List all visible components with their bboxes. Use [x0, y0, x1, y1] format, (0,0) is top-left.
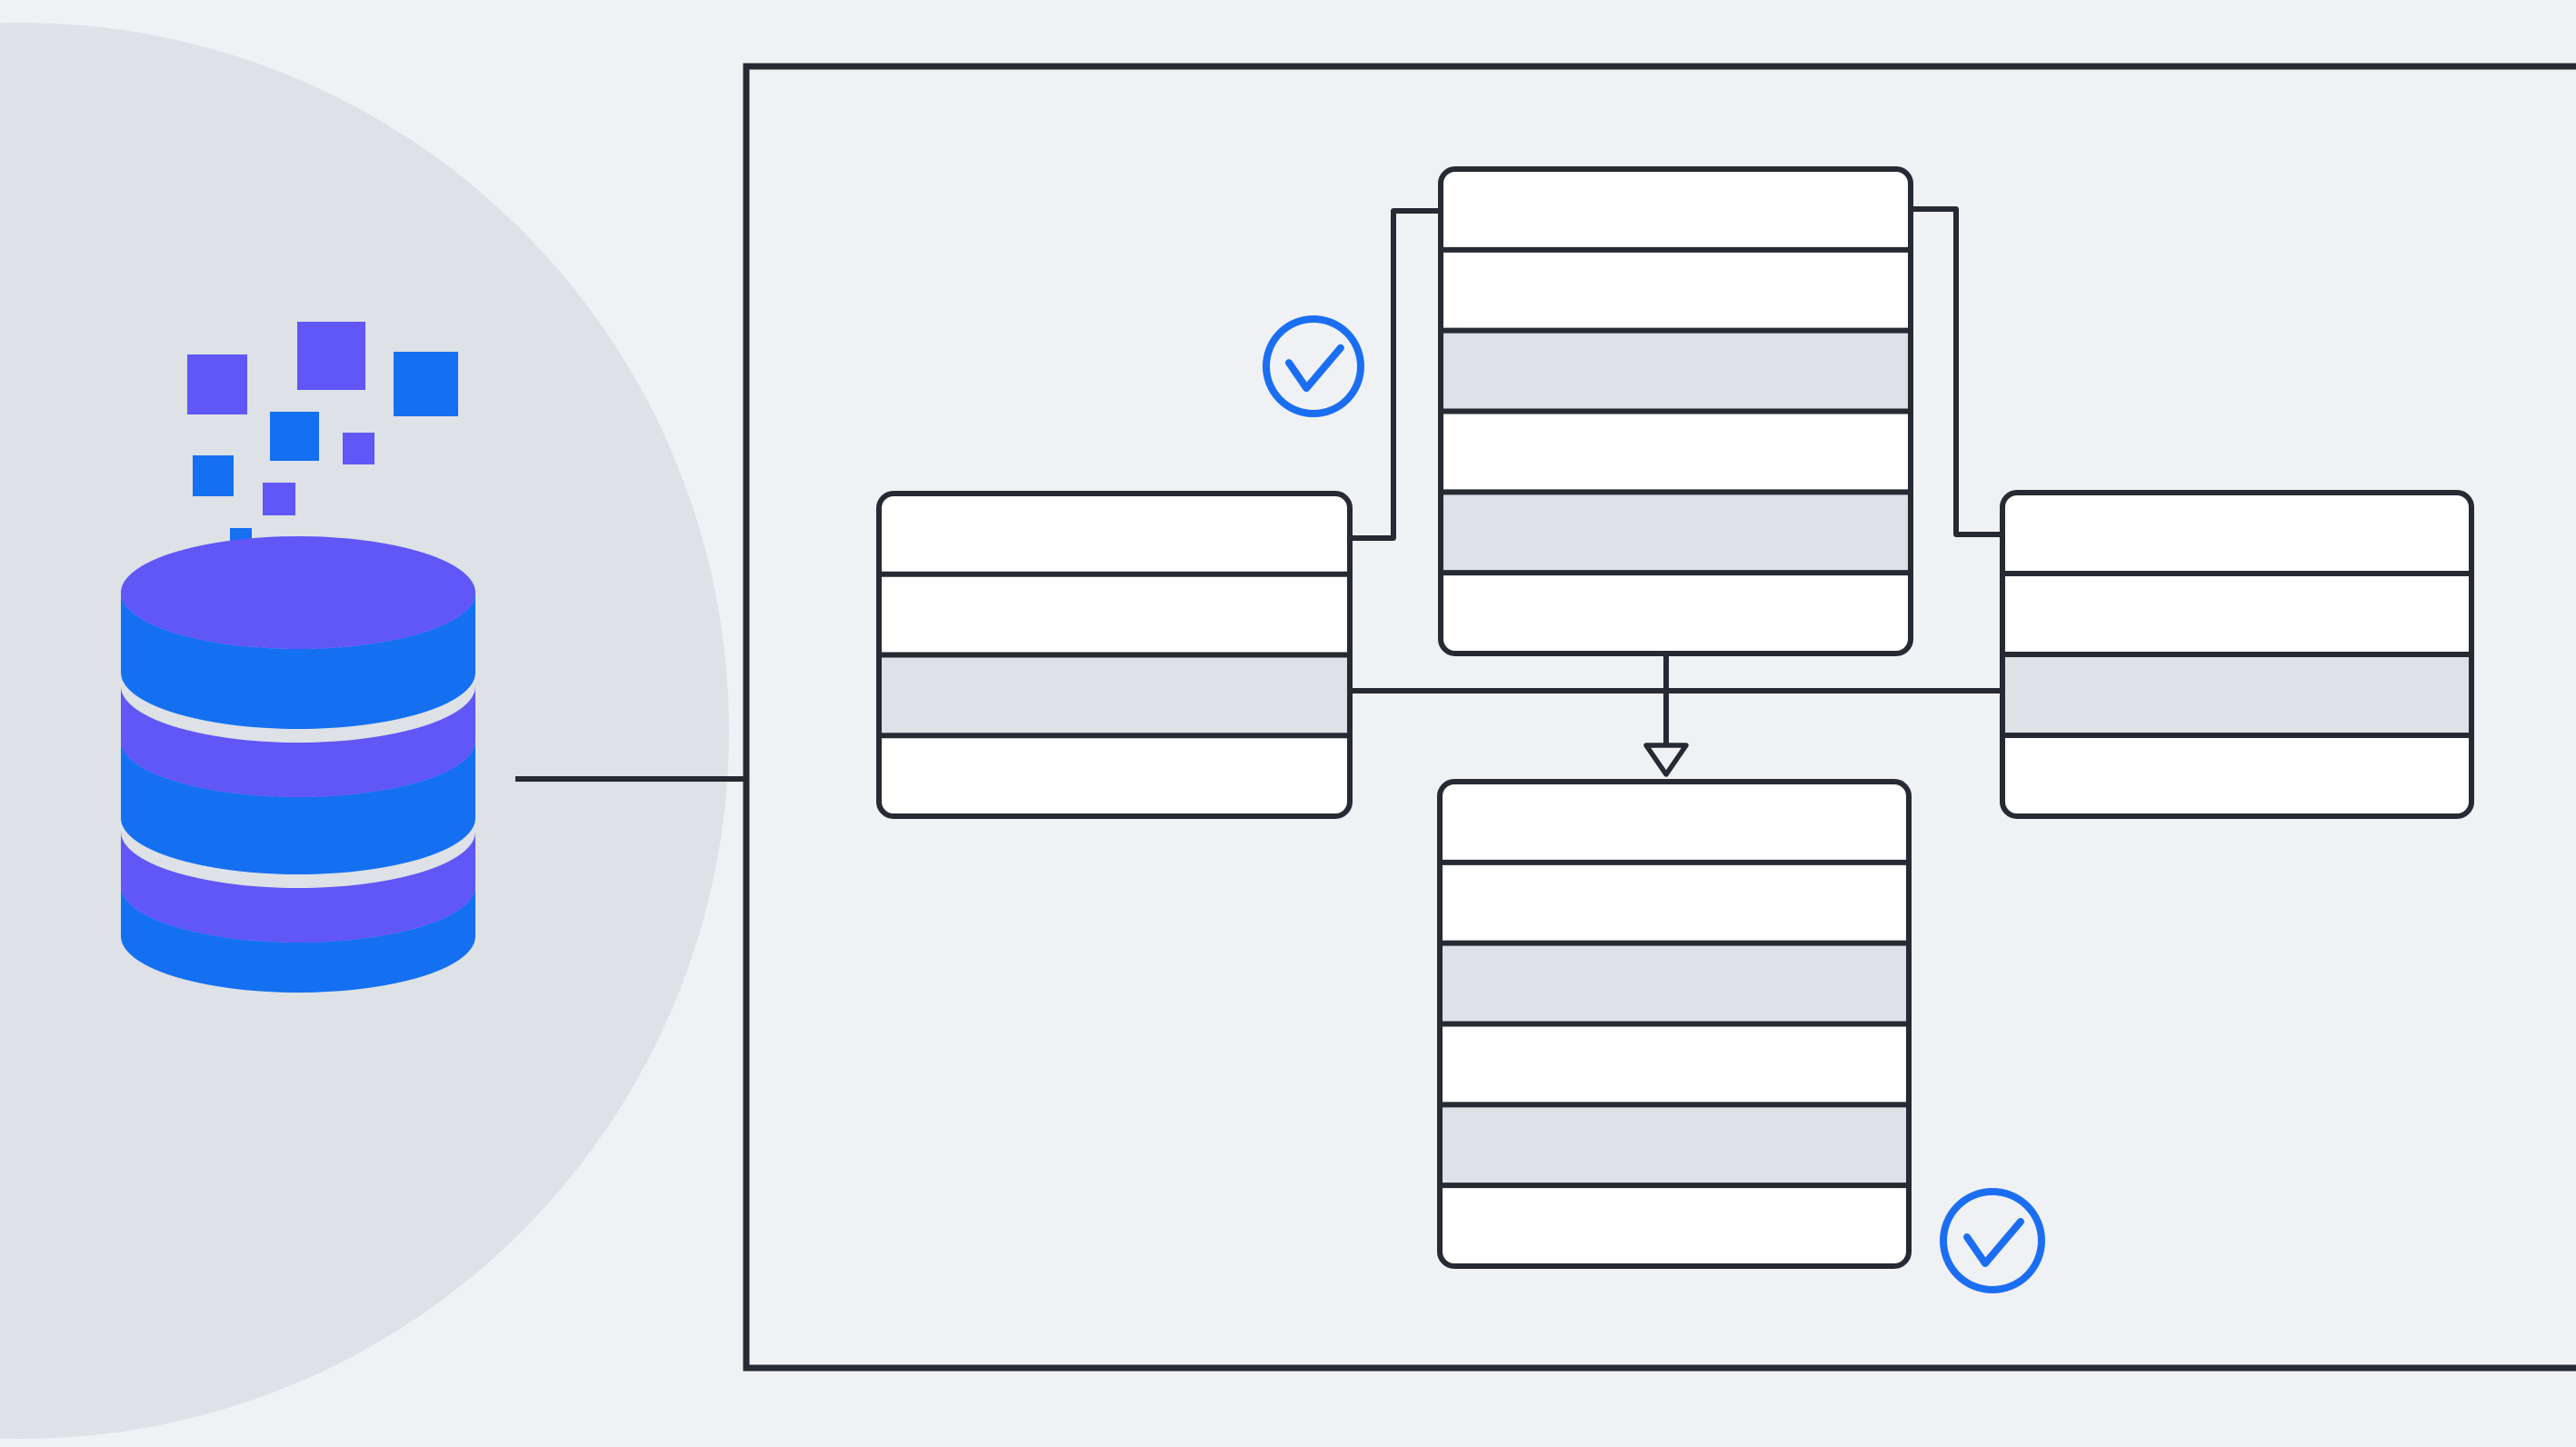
data-square [263, 483, 295, 515]
data-square [297, 322, 365, 390]
database-icon [121, 322, 475, 993]
connector-top-to-left [1350, 208, 1441, 541]
check-ring [1263, 315, 1364, 417]
table-row-gray [1440, 1104, 1909, 1186]
data-square [270, 412, 319, 461]
check-circle-icon [1940, 1188, 2045, 1293]
table-row-gray [1441, 330, 1911, 412]
table-border [1438, 166, 1913, 656]
table-row-gray [1440, 943, 1909, 1024]
connector-top-to-right [1911, 206, 2002, 537]
disk-body [121, 741, 475, 874]
data-square [187, 354, 247, 414]
check-mark [1285, 344, 1344, 393]
table-border [1437, 779, 1912, 1269]
check-circle-icon [1263, 315, 1364, 417]
table-border [876, 491, 1353, 819]
disk-crescent [121, 686, 475, 797]
table-row-gray [1441, 492, 1911, 574]
data-square [193, 455, 234, 496]
table-top [1438, 166, 1913, 656]
table-left [876, 491, 1353, 819]
data-square [343, 433, 374, 464]
check-ring [1940, 1188, 2045, 1293]
diagram-frame [743, 63, 2576, 1372]
table-row-gray [879, 654, 1350, 736]
check-mark [1963, 1218, 2024, 1267]
table-right [2000, 490, 2474, 819]
data-square [394, 352, 458, 416]
disk-crescent [121, 832, 475, 943]
table-border [2000, 490, 2474, 819]
arrowhead-icon [1643, 743, 1689, 777]
table-bottom [1437, 779, 1912, 1269]
background-circle [0, 23, 729, 1439]
disk-body [121, 886, 475, 993]
disk-body [121, 593, 475, 729]
disk-top-ellipse [121, 536, 475, 649]
table-row-gray [2002, 654, 2471, 735]
